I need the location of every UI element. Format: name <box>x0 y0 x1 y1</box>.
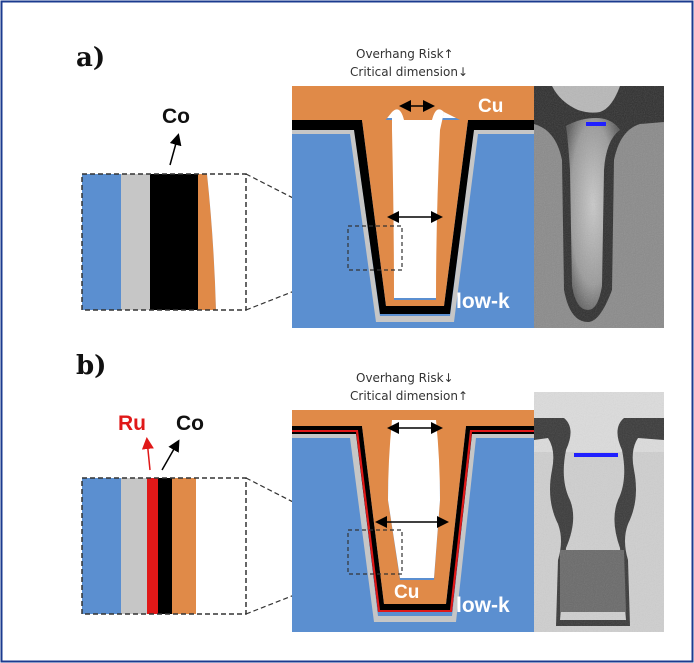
panel-b-zoom-inset <box>81 477 247 615</box>
panel-a-label: a) <box>76 43 105 73</box>
panel-a-overhang-note: Overhang Risk↑ <box>356 47 454 61</box>
callout-arrow-icon <box>169 133 182 166</box>
panel-b-lowk-label: low-k <box>456 594 510 617</box>
panel-a-co-callout: Co <box>162 105 190 128</box>
panel-b-co-callout: Co <box>176 412 204 435</box>
panel-b-label: b) <box>76 351 106 381</box>
panel-a-cd-note: Critical dimension↓ <box>350 65 468 79</box>
panel-a-cu-label: Cu <box>478 96 503 117</box>
panel-b-cd-note: Critical dimension↑ <box>350 389 468 403</box>
panel-a-trench: Cu low-k <box>292 86 534 328</box>
callout-arrow-icon <box>141 437 154 471</box>
panel-b-ru-callout: Ru <box>118 412 146 435</box>
panel-a-lowk-label: low-k <box>456 290 510 313</box>
panel-b-tem-image <box>534 392 664 632</box>
panel-a: a) Co <box>76 43 664 328</box>
panel-a-zoom-inset <box>81 173 247 311</box>
panel-b-cu-label: Cu <box>394 582 419 603</box>
callout-arrow-icon <box>161 439 180 471</box>
panel-b: b) Ru Co <box>76 351 664 632</box>
panel-b-trench: Cu low-k <box>292 410 534 632</box>
panel-a-tem-image <box>534 86 664 328</box>
panel-b-overhang-note: Overhang Risk↓ <box>356 371 454 385</box>
